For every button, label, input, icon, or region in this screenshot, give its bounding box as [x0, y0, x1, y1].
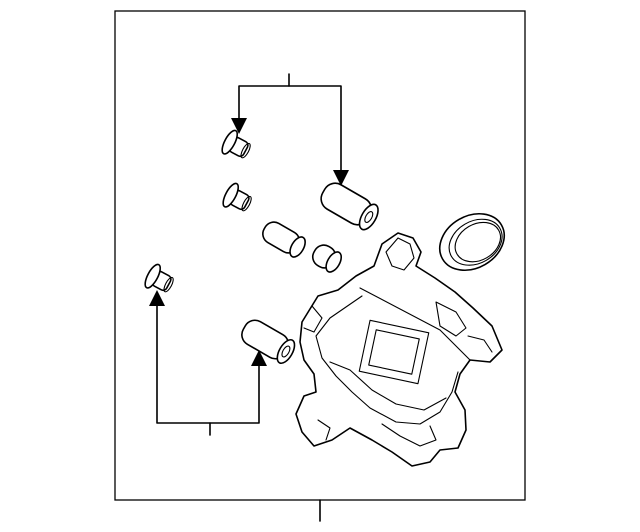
callout-bracket-top: [231, 73, 349, 186]
caliper-sleeve: [262, 221, 306, 258]
guide-pin-bolt: [222, 182, 252, 212]
callout-arrowhead: [231, 118, 247, 134]
callout-arrowhead: [149, 290, 165, 306]
guide-pin-bolt: [144, 263, 174, 293]
caliper-sleeve: [311, 244, 343, 273]
callout-arrowhead: [333, 170, 349, 186]
callout-arrowhead: [251, 350, 267, 366]
piston-seal-ring: [439, 212, 505, 272]
guide-pin: [320, 182, 379, 231]
guide-pin: [241, 319, 296, 365]
guide-pin-bolt: [221, 129, 251, 159]
callout-bracket-bottom: [149, 290, 267, 436]
caliper-housing: [295, 232, 503, 467]
